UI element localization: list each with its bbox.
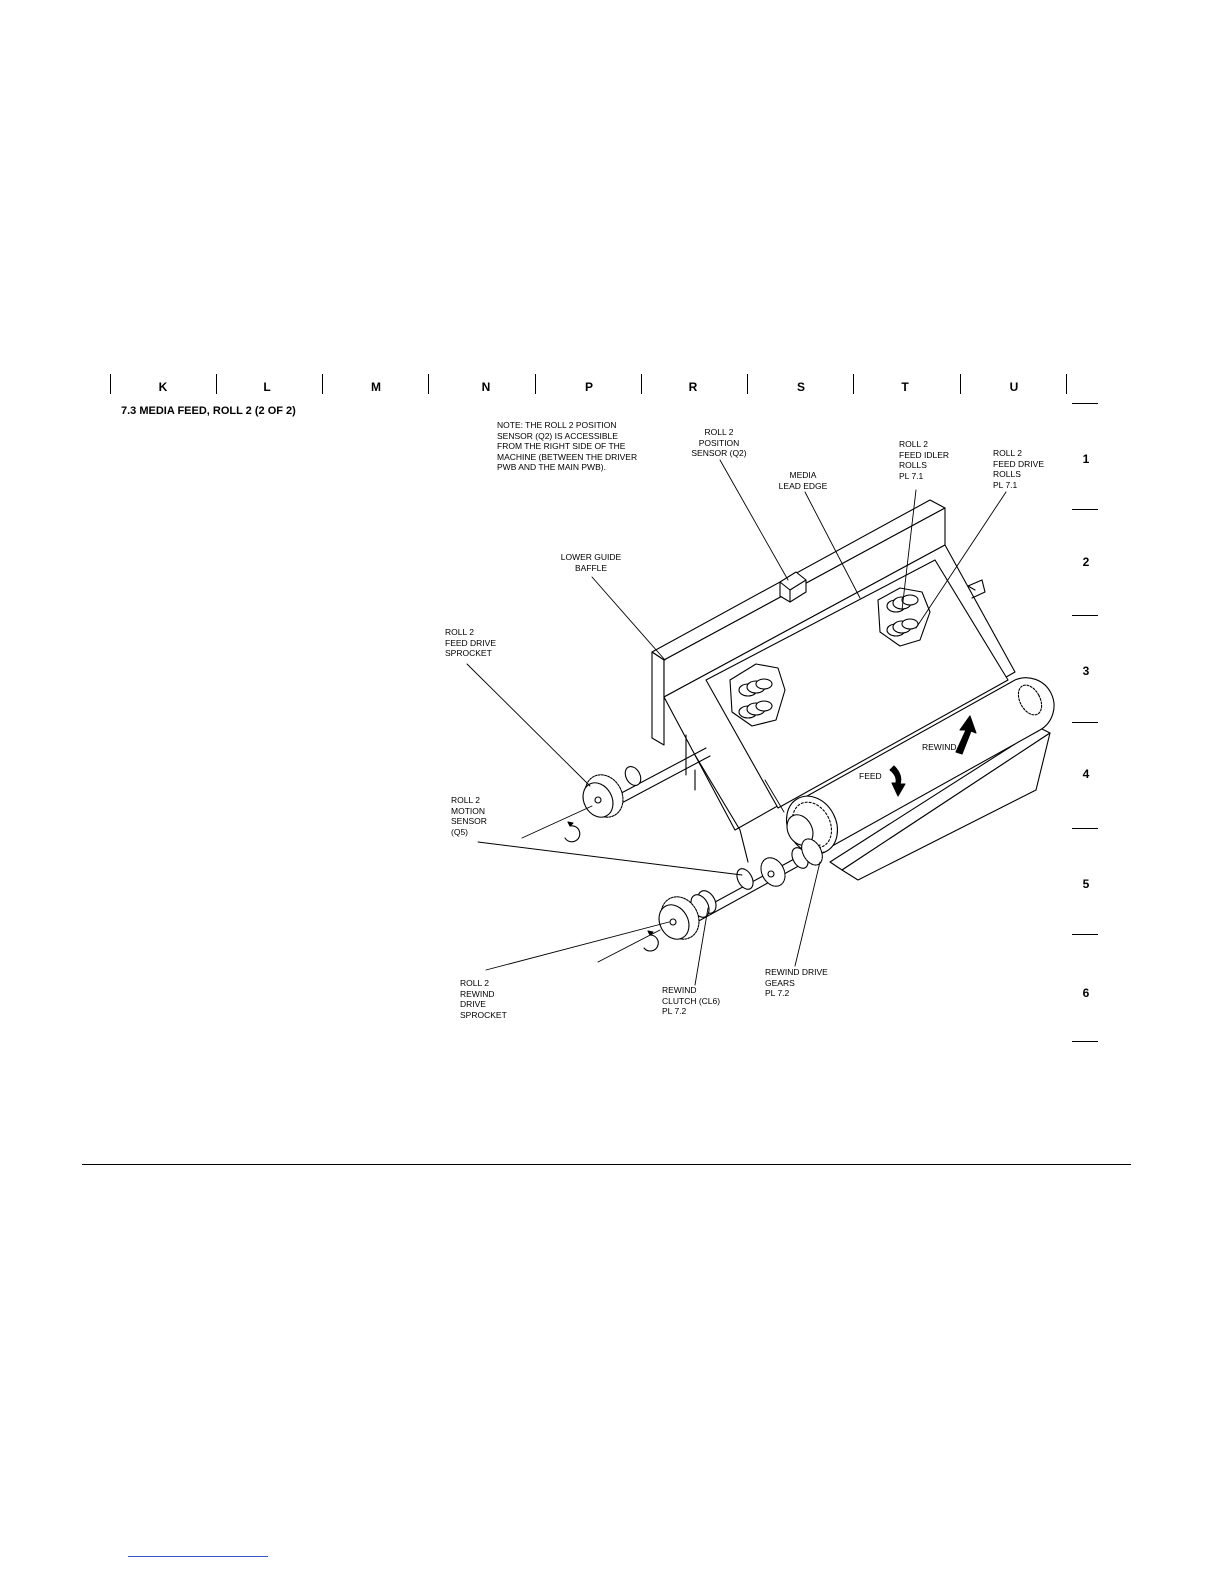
rewind-clutch-callout: REWIND CLUTCH (CL6) PL 7.2 (662, 985, 721, 1016)
grid-col-label: P (584, 380, 593, 394)
page-divider (82, 1164, 1131, 1165)
grid-row-label: 6 (1082, 986, 1090, 1000)
feed-drive-sprocket-icon (564, 774, 624, 843)
grid-row-label: 4 (1082, 767, 1090, 781)
grid-row-divider (1072, 934, 1098, 935)
grid-row-label: 3 (1082, 664, 1090, 678)
rewind-drive-gears-callout: REWIND DRIVE GEARS PL 7.2 (765, 967, 828, 998)
grid-row-divider (1072, 615, 1098, 616)
feed-idler-rolls-callout: ROLL 2 FEED IDLER ROLLS PL 7.1 (899, 439, 950, 481)
grid-row-label: 1 (1082, 452, 1090, 466)
grid-col-label: U (1009, 380, 1019, 394)
rewind-drive-gears-icon (760, 838, 823, 887)
grid-col-label: L (263, 380, 271, 394)
main-drive-roll (786, 677, 1055, 855)
grid-row-label: 2 (1082, 555, 1090, 569)
grid-row-divider (1072, 1041, 1098, 1042)
feed-drive-sprocket-callout: ROLL 2 FEED DRIVE SPROCKET (445, 627, 497, 658)
grid-col-divider (1066, 374, 1067, 394)
grid-row-divider (1072, 828, 1098, 829)
grid-col-divider (110, 374, 111, 394)
grid-col-divider (747, 374, 748, 394)
position-sensor-q2-icon (779, 571, 807, 603)
grid-col-divider (216, 374, 217, 394)
grid-col-divider (535, 374, 536, 394)
grid-col-divider (428, 374, 429, 394)
feed-drive-shaft (611, 747, 711, 807)
section-title: 7.3 MEDIA FEED, ROLL 2 (2 OF 2) (121, 405, 296, 417)
position-sensor-callout: ROLL 2 POSITION SENSOR (Q2) (691, 427, 747, 458)
grid-col-label: M (371, 380, 381, 394)
feed-rolls-left-icon (729, 663, 786, 727)
grid-col-label: N (481, 380, 491, 394)
grid-row-divider (1072, 509, 1098, 510)
grid-col-label: S (796, 380, 805, 394)
inner-media-plate (705, 559, 1009, 809)
grid-col-label: R (688, 380, 698, 394)
feed-idler-rolls-icon (877, 587, 931, 647)
feed-direction-arrow-icon (889, 765, 906, 797)
grid-col-label: T (901, 380, 909, 394)
grid-col-label: K (158, 380, 168, 394)
grid-col-divider (853, 374, 854, 394)
rewind-label: REWIND (922, 742, 957, 752)
callout-leader-lines (466, 459, 1007, 986)
footer-link-underline[interactable] (128, 1556, 268, 1557)
rewind-drive-sprocket-callout: ROLL 2 REWIND DRIVE SPROCKET (460, 978, 507, 1020)
lower-guide-baffle-callout: LOWER GUIDE BAFFLE (560, 552, 622, 573)
front-guide-tray (829, 727, 1051, 881)
grid-col-divider (641, 374, 642, 394)
motion-sensor-callout: ROLL 2 MOTION SENSOR (Q5) (451, 795, 487, 837)
grid-row-divider (1072, 403, 1098, 404)
grid-col-divider (960, 374, 961, 394)
feed-drive-rolls-callout: ROLL 2 FEED DRIVE ROLLS PL 7.1 (993, 448, 1045, 490)
feed-label: FEED (859, 771, 882, 781)
rewind-direction-arrow-icon (955, 715, 977, 755)
rewind-drive-sprocket-icon (643, 896, 700, 952)
media-lead-edge-callout: MEDIA LEAD EDGE (778, 470, 828, 491)
note-callout: NOTE: THE ROLL 2 POSITION SENSOR (Q2) IS… (497, 420, 638, 472)
grid-col-divider (322, 374, 323, 394)
grid-row-label: 5 (1082, 877, 1090, 891)
grid-row-divider (1072, 722, 1098, 723)
